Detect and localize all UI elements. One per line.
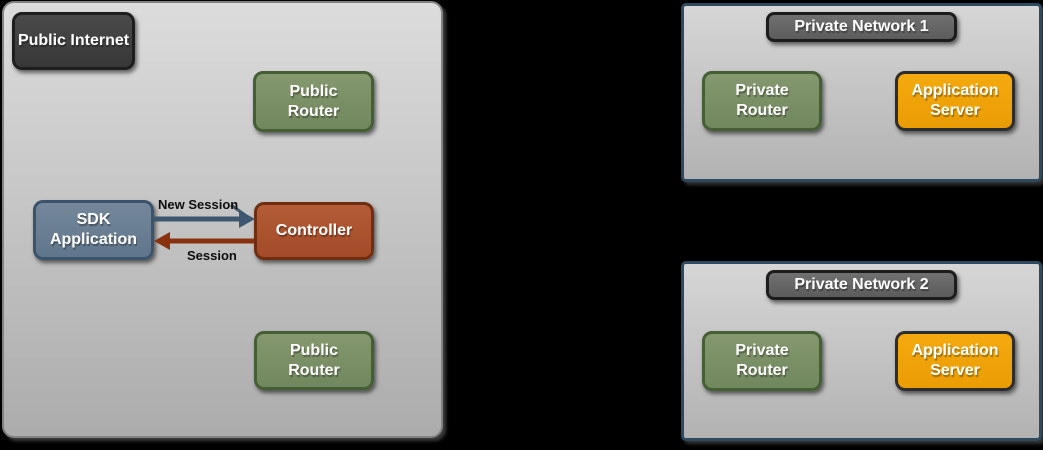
node-pn2-application-server: Application Server <box>895 331 1015 391</box>
public-internet-zone: Public Internet Public Router SDK Applic… <box>2 1 443 438</box>
arrow-label-new-session: New Session <box>158 197 239 212</box>
node-pn2-private-router: Private Router <box>702 331 822 391</box>
private-network-2-zone: Private Network 2 Private Router Applica… <box>681 261 1042 441</box>
node-public-router-top: Public Router <box>253 71 374 132</box>
node-controller: Controller <box>254 202 374 260</box>
arrow-label-session: Session <box>187 248 237 263</box>
node-pn1-private-router: Private Router <box>702 71 822 131</box>
node-pn1-application-server: Application Server <box>895 71 1015 131</box>
private-network-1-title: Private Network 1 <box>766 12 957 42</box>
new-session-arrowhead <box>239 210 255 228</box>
public-internet-label: Public Internet <box>12 12 135 70</box>
session-arrowhead <box>154 232 170 250</box>
private-network-1-zone: Private Network 1 Private Router Applica… <box>681 3 1042 182</box>
private-network-2-title: Private Network 2 <box>766 270 957 300</box>
node-public-router-bottom: Public Router <box>254 331 374 390</box>
session-arrows-graphic <box>154 203 255 250</box>
node-sdk-application: SDK Application <box>33 200 154 260</box>
